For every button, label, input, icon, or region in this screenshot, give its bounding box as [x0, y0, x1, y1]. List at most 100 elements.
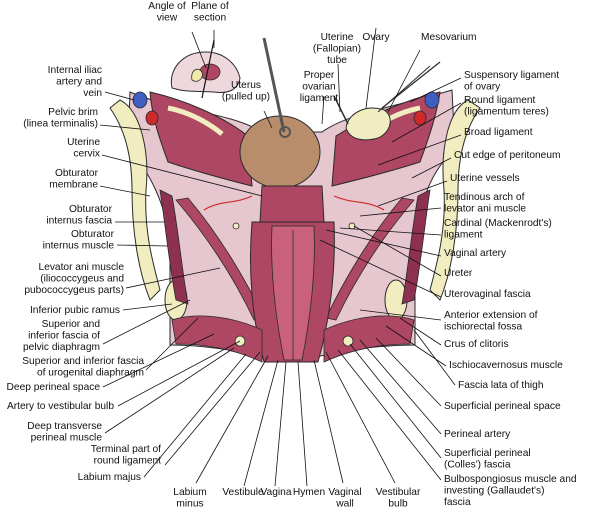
label-fascia-lata: Fascia lata of thigh — [458, 380, 544, 391]
label-uterine-tube-line: tube — [327, 55, 347, 66]
label-urogenital-diaphragm-fascia-line: Superior and inferior fascia — [22, 356, 144, 367]
inset-bladder — [191, 68, 203, 82]
label-vaginal-artery: Vaginal artery — [444, 248, 507, 259]
label-labium-minus-line: Labium — [173, 487, 206, 498]
right-iliac-vein — [424, 91, 440, 109]
label-ureter: Ureter — [444, 268, 473, 279]
label-angle-of-view-line: Angle of — [148, 1, 186, 12]
left-obturator-internus — [159, 189, 189, 305]
label-perineal-artery: Perineal artery — [444, 429, 511, 440]
left-peritoneum-edge — [167, 105, 224, 136]
label-broad-ligament-line: Broad ligament — [464, 127, 533, 138]
right-iliac-artery — [413, 110, 427, 126]
label-plane-of-section-line: section — [194, 13, 226, 24]
label-vagina: Vagina — [261, 487, 292, 498]
label-pelvic-diaphragm-fascia-line: inferior fascia of — [28, 331, 100, 342]
label-artery-vestibular-bulb-line: Artery to vestibular bulb — [7, 401, 114, 412]
label-levator-ani-line: (iliococcygeus and — [40, 274, 124, 285]
label-plane-of-section-line: Plane of — [191, 1, 229, 12]
label-superficial-perineal-space: Superficial perineal space — [444, 401, 561, 412]
retractor-tip — [279, 126, 291, 138]
label-terminal-round-ligament-line: round ligament — [94, 456, 162, 467]
label-obturator-internus-fascia-line: Obturator — [69, 204, 113, 215]
label-deep-transverse-perineal-line: Deep transverse — [27, 421, 102, 432]
label-vestibular-bulb-line: Vestibular — [376, 487, 421, 498]
label-proper-ovarian-line: ovarian — [302, 82, 335, 93]
label-obturator-internus-fascia-line: internus fascia — [46, 216, 112, 227]
label-vaginal-wall-line: wall — [335, 499, 354, 510]
label-pelvic-brim-line: Pelvic brim — [48, 107, 98, 118]
label-vestibule-line: Vestibule — [222, 487, 264, 498]
ovary — [345, 107, 391, 141]
label-ureter-line: Ureter — [444, 268, 473, 279]
label-ischiocavernosus: Ischiocavernosus muscle — [449, 360, 563, 371]
label-levator-ani-line: Levator ani muscle — [38, 262, 124, 273]
label-vagina-line: Vagina — [261, 487, 292, 498]
label-suspensory-ligament-line: Suspensory ligament — [464, 70, 559, 81]
label-internal-iliac-line: vein — [83, 88, 102, 99]
label-ovary: Ovary — [362, 32, 390, 43]
label-bulbospongiosus-line: fascia — [444, 497, 471, 508]
right-obturator-internus — [401, 189, 431, 305]
label-pelvic-diaphragm-fascia-line: pelvic diaphragm — [23, 342, 100, 353]
label-cardinal-ligament: Cardinal (Mackenrodt's)ligament — [444, 218, 552, 241]
label-artery-vestibular-bulb: Artery to vestibular bulb — [7, 401, 114, 412]
label-uterus-pulled-up-line: Uterus — [231, 80, 261, 91]
uterine-vessels-right — [333, 195, 385, 211]
label-hymen: Hymen — [293, 487, 325, 498]
label-uterine-tube-line: (Fallopian) — [313, 44, 361, 55]
label-suspensory-ligament-line: of ovary — [464, 82, 501, 93]
label-labium-majus: Labium majus — [78, 472, 141, 483]
orientation-inset — [170, 39, 241, 99]
left-iliac-artery — [145, 110, 159, 126]
label-internal-iliac-line: artery and — [56, 77, 102, 88]
label-cut-edge-peritoneum: Cut edge of peritoneum — [454, 150, 560, 161]
label-labium-minus-line: minus — [176, 499, 203, 510]
label-deep-perineal-space-line: Deep perineal space — [7, 382, 101, 393]
label-uterine-cervix-line: Uterine — [67, 137, 100, 148]
label-ischiocavernosus-line: Ischiocavernosus muscle — [449, 360, 563, 371]
left-broad-ligament — [149, 91, 253, 187]
label-round-ligament: Round ligament(ligamentum teres) — [464, 95, 549, 118]
right-vestibular-vessel — [342, 335, 354, 347]
mesovarium-line — [377, 65, 431, 113]
retractor-instrument — [262, 37, 286, 133]
left-perineal-region — [171, 315, 263, 363]
label-bulbospongiosus-line: Bulbospongiosus muscle and — [444, 474, 577, 485]
label-anterior-extension-line: ischiorectal fossa — [444, 322, 522, 333]
label-vestibular-bulb-line: bulb — [388, 499, 408, 510]
label-tendinous-arch-line: levator ani muscle — [444, 204, 526, 215]
label-obturator-membrane-line: Obturator — [55, 168, 99, 179]
left-hip-bone — [109, 99, 161, 301]
right-perineal-region — [323, 315, 415, 363]
label-broad-ligament: Broad ligament — [464, 127, 533, 138]
label-deep-transverse-perineal-line: perineal muscle — [31, 433, 103, 444]
label-uterovaginal-fascia-line: Uterovaginal fascia — [444, 289, 531, 300]
label-obturator-internus-muscle-line: internus muscle — [43, 241, 115, 252]
uterine-cervix — [259, 185, 325, 223]
label-uterine-tube: Uterine(Fallopian)tube — [313, 32, 361, 66]
label-perineal-artery-line: Perineal artery — [444, 429, 511, 440]
label-mesovarium: Mesovarium — [421, 32, 476, 43]
label-terminal-round-ligament-line: Terminal part of — [91, 444, 161, 455]
label-uterine-tube-line: Uterine — [321, 32, 354, 43]
label-tendinous-arch-line: Tendinous arch of — [444, 192, 525, 203]
label-cardinal-ligament-line: ligament — [444, 230, 483, 241]
label-round-ligament-line: Round ligament — [464, 95, 536, 106]
illustration — [109, 37, 481, 363]
label-uterine-vessels-line: Uterine vessels — [450, 173, 520, 184]
label-labium-majus-line: Labium majus — [78, 472, 141, 483]
label-vaginal-wall-line: Vaginal — [328, 487, 361, 498]
